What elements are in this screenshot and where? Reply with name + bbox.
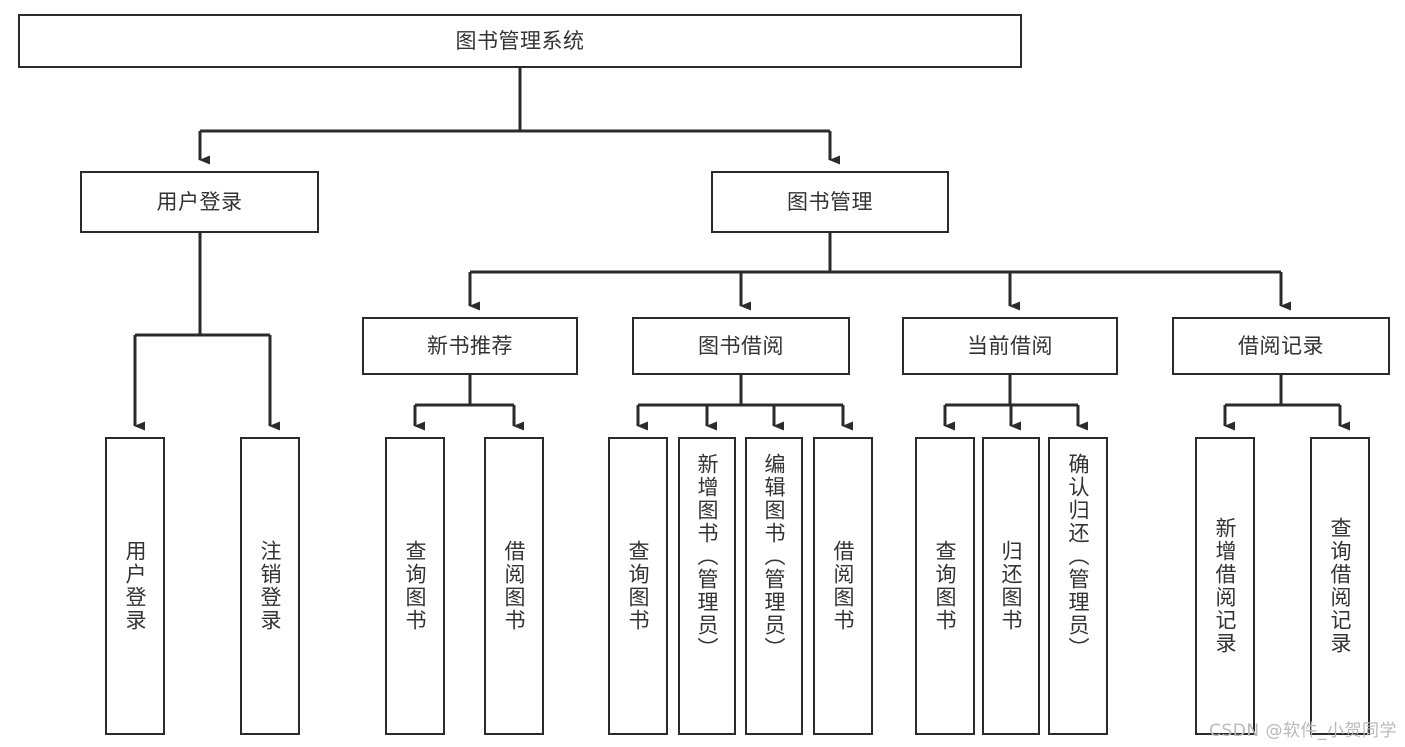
node-leaf-query-book-2[interactable]: 查询图书: [608, 437, 668, 735]
node-label: 查询图书: [626, 540, 651, 632]
node-leaf-query-book-1[interactable]: 查询图书: [385, 437, 445, 735]
edge-current-borrow-to-leaves: [943, 375, 1088, 431]
node-book-manage[interactable]: 图书管理: [711, 171, 949, 233]
node-leaf-add-borrow-record[interactable]: 新增借阅记录: [1195, 437, 1255, 735]
node-label: 新增借阅记录: [1213, 517, 1238, 655]
edge-new-book-recommend-to-leaves: [413, 375, 524, 431]
node-leaf-user-login[interactable]: 用户登录: [105, 437, 165, 735]
node-leaf-logout-login[interactable]: 注销登录: [240, 437, 300, 735]
node-book-borrow[interactable]: 图书借阅: [632, 317, 850, 375]
node-leaf-query-borrow-record[interactable]: 查询借阅记录: [1310, 437, 1370, 735]
node-label: 用户登录: [123, 540, 148, 632]
edge-book-manage-to-level3: [468, 233, 1291, 311]
node-label: 用户登录: [156, 189, 243, 214]
node-root-system[interactable]: 图书管理系统: [18, 14, 1022, 68]
node-label: 图书借阅: [698, 333, 784, 358]
node-leaf-confirm-return-admin[interactable]: 确认归还（管理员）: [1048, 437, 1108, 735]
node-label: 新增图书（管理员）: [695, 453, 720, 660]
node-label: 借阅图书: [502, 540, 527, 632]
node-borrow-record[interactable]: 借阅记录: [1172, 317, 1390, 375]
node-label: 确认归还（管理员）: [1066, 453, 1091, 660]
edge-user-login-to-leaves: [133, 233, 280, 431]
node-leaf-borrow-book-2[interactable]: 借阅图书: [813, 437, 873, 735]
node-label: 查询图书: [933, 540, 958, 632]
node-label: 注销登录: [258, 540, 283, 632]
node-label: 借阅图书: [831, 540, 856, 632]
csdn-watermark: CSDN @软件_小贺同学: [1209, 721, 1397, 741]
node-leaf-edit-book-admin[interactable]: 编辑图书（管理员）: [745, 437, 803, 735]
node-current-borrow[interactable]: 当前借阅: [902, 317, 1118, 375]
edge-borrow-record-to-leaves: [1223, 375, 1350, 431]
node-leaf-query-book-3[interactable]: 查询图书: [915, 437, 975, 735]
node-label: 当前借阅: [967, 333, 1053, 358]
node-leaf-return-book[interactable]: 归还图书: [982, 437, 1040, 735]
edge-root-to-level2: [198, 68, 840, 165]
node-label: 新书推荐: [427, 333, 513, 358]
node-leaf-add-book-admin[interactable]: 新增图书（管理员）: [678, 437, 736, 735]
node-label: 图书管理: [787, 189, 873, 214]
node-label: 查询借阅记录: [1328, 517, 1353, 655]
node-label: 图书管理系统: [455, 28, 585, 53]
node-label: 借阅记录: [1238, 333, 1324, 358]
node-label: 编辑图书（管理员）: [762, 453, 787, 660]
node-leaf-borrow-book-1[interactable]: 借阅图书: [484, 437, 544, 735]
node-label: 归还图书: [999, 540, 1024, 632]
node-new-book-recommend[interactable]: 新书推荐: [362, 317, 578, 375]
node-user-login[interactable]: 用户登录: [80, 171, 319, 233]
node-label: 查询图书: [403, 540, 428, 632]
edge-book-borrow-to-leaves: [636, 375, 853, 431]
